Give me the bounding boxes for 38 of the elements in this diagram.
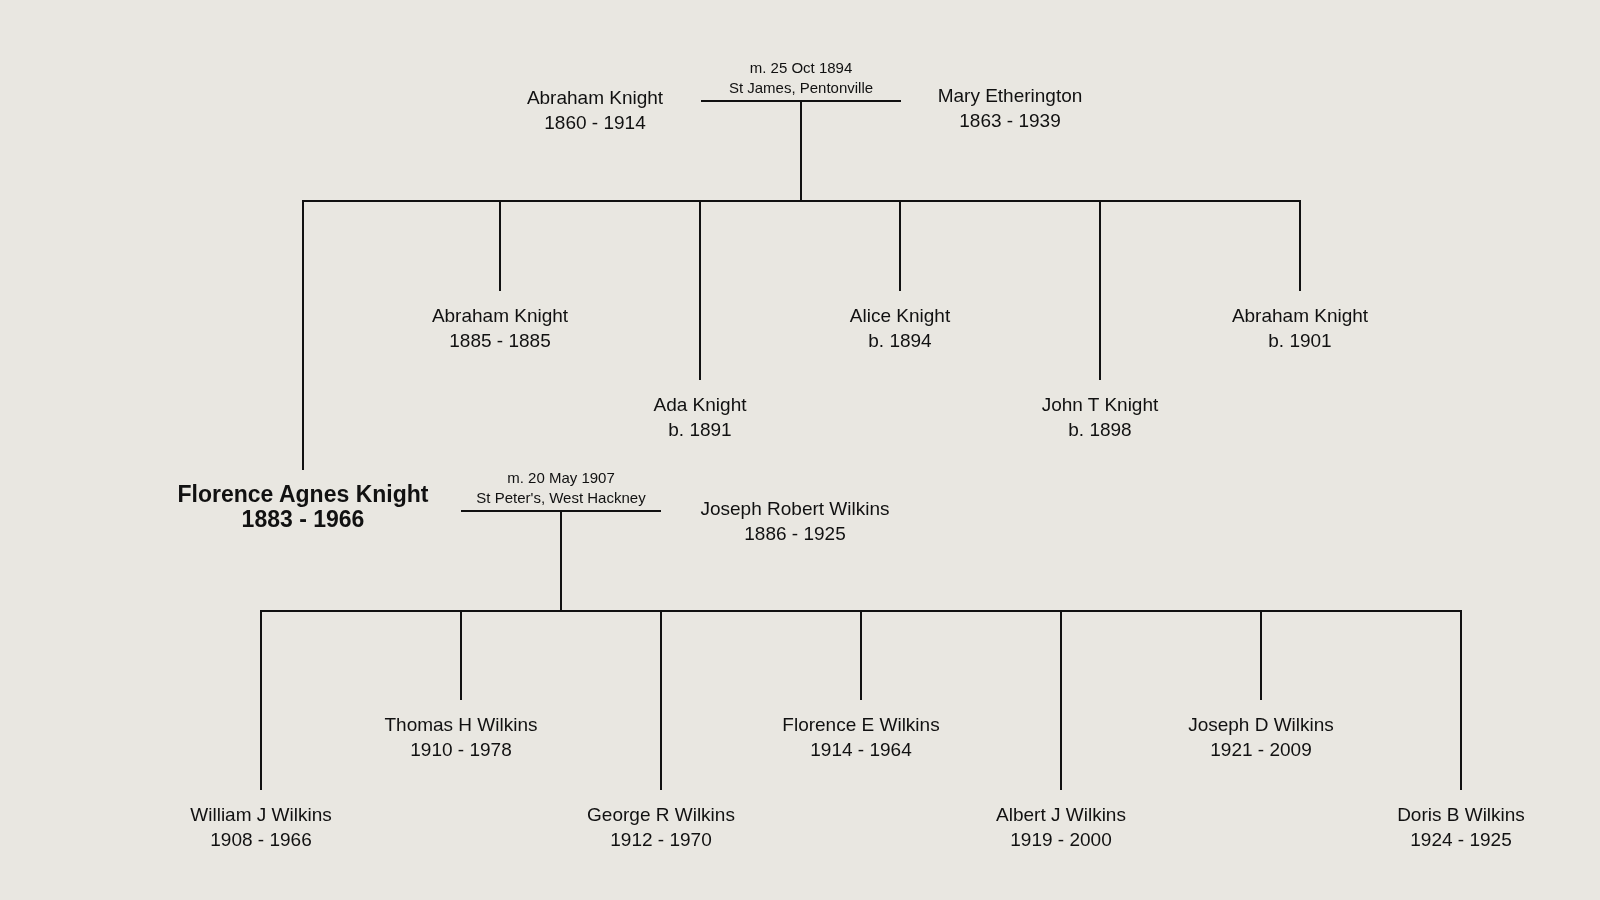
life-dates: b. 1898 (1068, 418, 1132, 442)
life-dates: 1885 - 1885 (449, 329, 551, 353)
life-dates: 1886 - 1925 (744, 522, 846, 546)
life-dates: 1883 - 1966 (241, 507, 365, 532)
marriage-details: St James, Pentonville (728, 78, 874, 98)
life-dates: 1860 - 1914 (544, 111, 646, 135)
person-name: Mary Etherington (937, 84, 1083, 108)
person-name: Abraham Knight (526, 86, 664, 110)
person-name: William J Wilkins (190, 803, 332, 827)
life-dates: 1912 - 1970 (610, 828, 712, 852)
person-name: Doris B Wilkins (1397, 803, 1525, 827)
life-dates: b. 1901 (1268, 329, 1332, 353)
descent-line (800, 101, 1301, 292)
life-dates: 1924 - 1925 (1410, 828, 1512, 852)
person-name: Florence E Wilkins (782, 713, 940, 737)
life-dates: 1908 - 1966 (210, 828, 312, 852)
person-name: Joseph Robert Wilkins (700, 497, 890, 521)
person-name: Ada Knight (653, 393, 747, 417)
life-dates: 1919 - 2000 (1010, 828, 1112, 852)
marriage-details: m. 20 May 1907 (507, 468, 615, 488)
person-name: Abraham Knight (1231, 304, 1369, 328)
person-name: Alice Knight (849, 304, 951, 328)
person-name: Albert J Wilkins (996, 803, 1126, 827)
person-name: John T Knight (1041, 393, 1159, 417)
life-dates: 1914 - 1964 (810, 738, 912, 762)
life-dates: 1910 - 1978 (410, 738, 512, 762)
marriage-details: m. 25 Oct 1894 (749, 58, 853, 78)
person-name: Joseph D Wilkins (1188, 713, 1334, 737)
life-dates: 1863 - 1939 (959, 109, 1061, 133)
descent-line (560, 511, 1462, 791)
person-name: Thomas H Wilkins (384, 713, 538, 737)
life-dates: b. 1894 (868, 329, 932, 353)
marriage-details: St Peter's, West Hackney (476, 488, 646, 508)
life-dates: 1921 - 2009 (1210, 738, 1312, 762)
person-name: Florence Agnes Knight (177, 482, 429, 507)
person-name: George R Wilkins (587, 803, 735, 827)
person-name: Abraham Knight (431, 304, 569, 328)
life-dates: b. 1891 (668, 418, 732, 442)
